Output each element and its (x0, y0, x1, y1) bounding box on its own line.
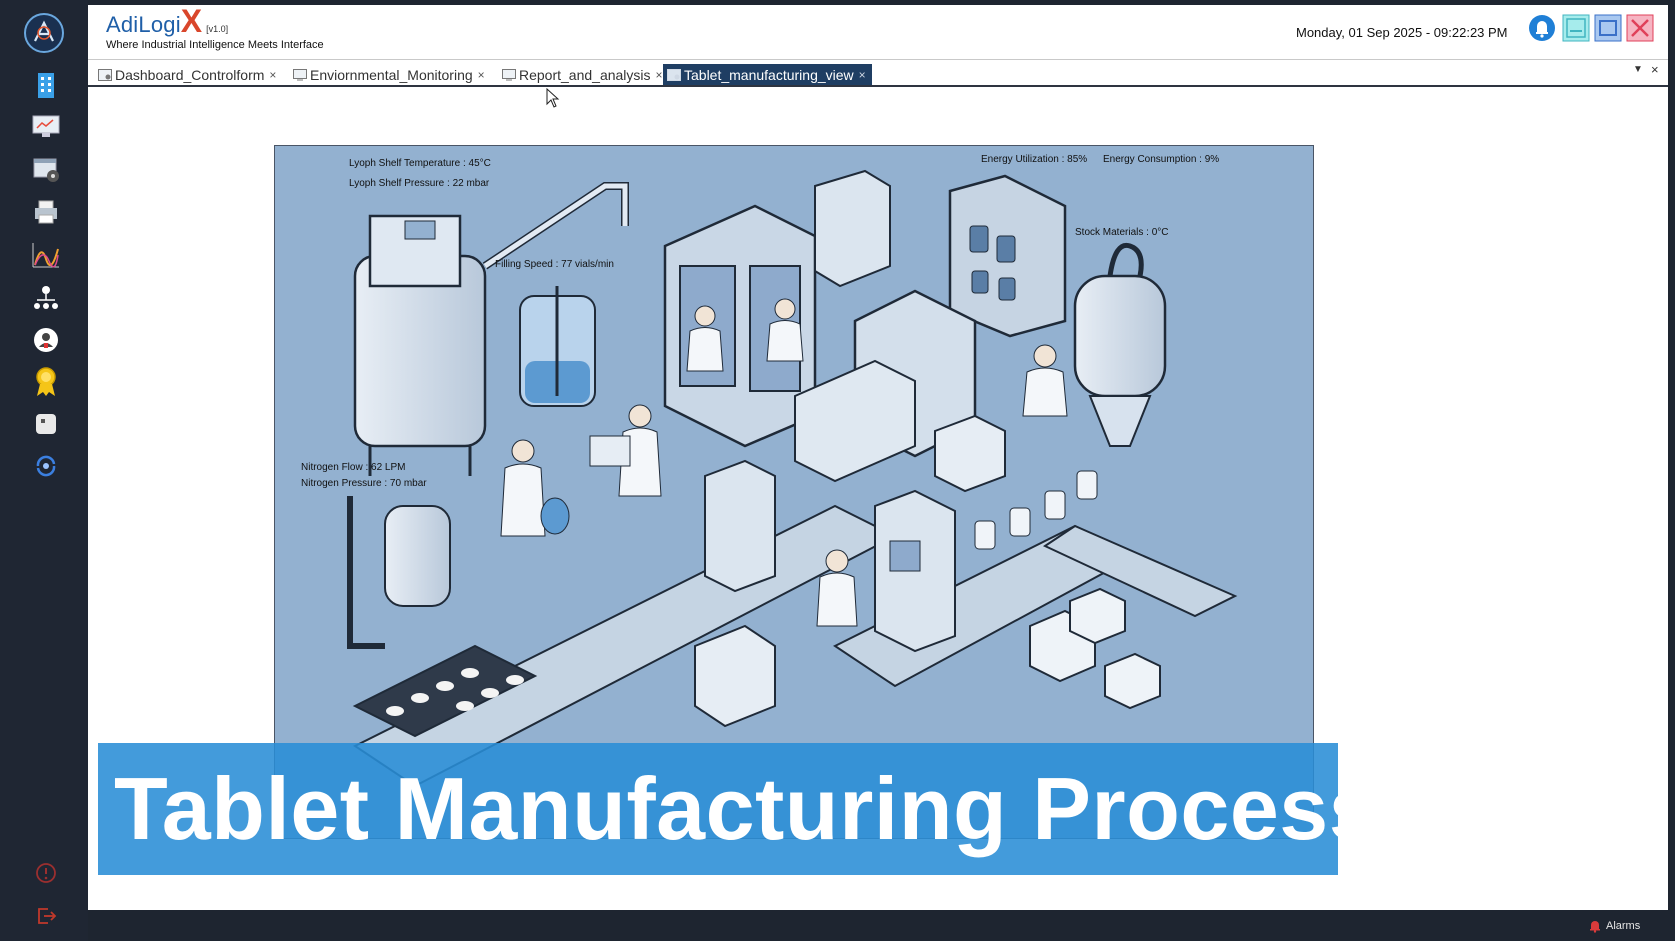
close-icon[interactable]: × (269, 67, 277, 82)
close-button[interactable] (1626, 14, 1654, 42)
printer-icon[interactable] (26, 192, 66, 232)
header: AdiLogiX[v1.0] Where Industrial Intellig… (88, 5, 1668, 60)
status-bar: Alarms (88, 913, 1675, 941)
energy-utilization-label: Energy Utilization : 85% (981, 154, 1088, 165)
factory-scene-graphic (347, 169, 1238, 788)
nitrogen-flow-label: Nitrogen Flow : 62 LPM (301, 462, 406, 473)
close-all-tabs-icon[interactable]: × (1651, 62, 1659, 77)
award-icon[interactable] (26, 362, 66, 402)
app-window: AdiLogiX[v1.0] Where Industrial Intellig… (88, 5, 1668, 910)
close-icon[interactable]: × (655, 67, 663, 82)
datetime: Monday, 01 Sep 2025 - 09:22:23 PM (1296, 25, 1508, 40)
mouse-cursor-icon (546, 87, 560, 113)
version-label: [v1.0] (206, 24, 229, 34)
logo-icon[interactable] (23, 12, 65, 54)
alarms-label: Alarms (1606, 920, 1641, 932)
tab-tablet-manufacturing-view[interactable]: Tablet_manufacturing_view × (663, 64, 872, 85)
brand-x: X (180, 3, 203, 39)
gear-window-icon[interactable] (26, 150, 66, 190)
tab-window-icon (667, 68, 681, 81)
minimize-button[interactable] (1562, 14, 1590, 42)
tab-list-dropdown-icon[interactable]: ▼ (1633, 64, 1643, 75)
banner-title: Tablet Manufacturing Process (114, 759, 1379, 858)
tab-window-icon (98, 68, 112, 81)
tab-dashboard-controlform[interactable]: Dashboard_Controlform × (94, 64, 282, 85)
brand: AdiLogiX[v1.0] Where Industrial Intellig… (106, 5, 324, 51)
content-area: Lyoph Shelf Temperature : 45°C Lyoph She… (88, 87, 1668, 907)
nitrogen-pressure-label: Nitrogen Pressure : 70 mbar (301, 478, 427, 489)
document-icon[interactable] (26, 404, 66, 444)
factory-illustration: Lyoph Shelf Temperature : 45°C Lyoph She… (274, 145, 1314, 839)
tab-monitor-icon (293, 68, 307, 80)
close-icon[interactable]: × (477, 67, 485, 82)
tab-bar: Dashboard_Controlform × Enviornmental_Mon… (88, 61, 1668, 87)
close-icon[interactable]: × (858, 67, 866, 82)
user-badge-icon[interactable] (26, 320, 66, 360)
alarm-bell-icon (1590, 921, 1600, 933)
notification-button[interactable] (1528, 14, 1556, 42)
title-banner: Tablet Manufacturing Process (98, 743, 1378, 875)
lyoph-pressure-label: Lyoph Shelf Pressure : 22 mbar (349, 178, 490, 189)
building-icon[interactable] (26, 65, 66, 105)
tab-label: Enviornmental_Monitoring (310, 66, 473, 83)
filling-speed-label: Filling Speed : 77 vials/min (495, 259, 614, 270)
monitor-icon[interactable] (26, 107, 66, 147)
tab-label: Tablet_manufacturing_view (684, 66, 854, 83)
lyoph-temp-label: Lyoph Shelf Temperature : 45°C (349, 158, 491, 169)
tab-report-and-analysis[interactable]: Report_and_analysis × (498, 64, 669, 85)
hierarchy-icon[interactable] (26, 278, 66, 318)
tab-enviornmental-monitoring[interactable]: Enviornmental_Monitoring × (289, 64, 491, 85)
tagline: Where Industrial Intelligence Meets Inte… (106, 39, 324, 51)
tab-label: Report_and_analysis (519, 66, 651, 83)
alarms-button[interactable]: Alarms (1588, 919, 1640, 933)
chart-icon[interactable] (26, 235, 66, 275)
sidebar (0, 0, 88, 941)
logout-icon[interactable] (26, 896, 66, 936)
info-icon[interactable] (26, 853, 66, 893)
tab-label: Dashboard_Controlform (115, 66, 265, 83)
maximize-button[interactable] (1594, 14, 1622, 42)
tab-monitor-icon (502, 68, 516, 80)
sync-icon[interactable] (26, 446, 66, 486)
energy-consumption-label: Energy Consumption : 9% (1103, 154, 1220, 165)
stock-materials-label: Stock Materials : 0°C (1075, 227, 1169, 238)
brand-name: AdiLogi (106, 12, 181, 37)
